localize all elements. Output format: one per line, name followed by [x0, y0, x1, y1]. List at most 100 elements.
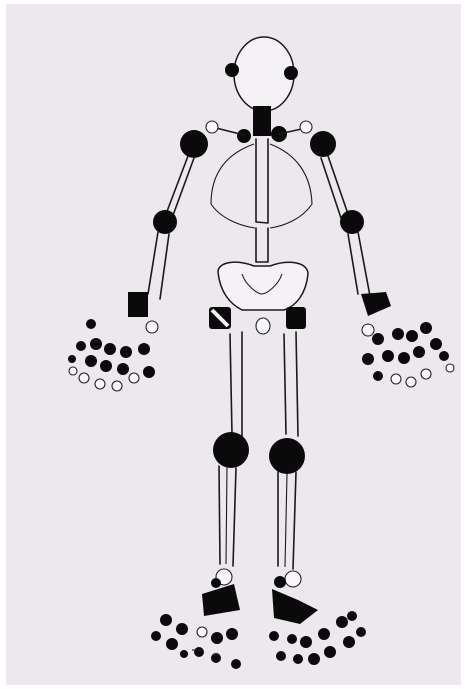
left-toe-2-1: [176, 623, 188, 635]
right-finger-5-2: [439, 351, 449, 361]
right-heel: [274, 576, 286, 588]
head-marker-right: [284, 66, 298, 80]
right-toe-3-2: [308, 653, 320, 665]
skeleton-diagram: [6, 4, 461, 685]
right-finger-3-1: [406, 330, 418, 342]
right-toe-4-1: [318, 628, 330, 640]
left-heel: [211, 578, 221, 588]
left-humerus: [166, 156, 194, 218]
right-foot-marker: [272, 589, 318, 624]
shoulder-ring-right: [300, 121, 312, 133]
right-forearm: [348, 232, 370, 296]
left-toe-5-1: [226, 628, 238, 640]
right-finger-3-3: [406, 377, 416, 387]
ribcage-right: [270, 144, 312, 228]
right-knee-joint: [269, 438, 305, 474]
right-wrist-marker: [361, 292, 391, 316]
left-toe-3-2: [194, 647, 204, 657]
right-toe-1-2: [276, 651, 286, 661]
left-finger-2-2: [85, 355, 97, 367]
left-finger-5-3: [129, 373, 139, 383]
right-finger-2-1: [392, 328, 404, 340]
pelvis-outline: [218, 262, 308, 310]
left-finger-3-1: [104, 343, 116, 355]
right-finger-1-3: [373, 371, 383, 381]
right-finger-2-2: [382, 350, 394, 362]
left-femur: [230, 332, 242, 436]
left-foot-marker: [202, 584, 240, 616]
right-shoulder-joint: [310, 131, 336, 157]
left-toe-3-1: [197, 627, 207, 637]
shoulder-ring-left: [206, 121, 218, 133]
right-toe-5-1: [336, 616, 348, 628]
right-finger-4-1: [420, 322, 432, 334]
left-forearm: [148, 232, 169, 299]
right-toe-3-1: [300, 636, 312, 648]
left-finger-3-2: [100, 360, 112, 372]
hip-marker-right: [286, 307, 306, 329]
figure-frame: [6, 4, 461, 685]
right-finger-4-2: [413, 346, 425, 358]
left-toe-4-2: [211, 653, 221, 663]
left-finger-5-2: [143, 366, 155, 378]
left-finger-4-1: [120, 346, 132, 358]
left-finger-4-2: [117, 363, 129, 375]
ribcage-left: [211, 144, 255, 228]
left-finger-2-3: [79, 373, 89, 383]
left-finger-1-3: [69, 367, 77, 375]
left-shoulder-joint: [180, 130, 208, 158]
right-toe-6-2: [356, 627, 366, 637]
left-finger-1-1: [76, 341, 86, 351]
right-humerus: [321, 156, 348, 218]
right-toe-5-2: [343, 636, 355, 648]
left-leg: [151, 332, 249, 669]
right-elbow-joint: [340, 210, 364, 234]
left-finger-4-3: [112, 381, 122, 391]
right-toe-2-1: [287, 634, 297, 644]
sacrum: [256, 318, 270, 334]
right-fibula: [285, 474, 287, 567]
left-toe-2-3: [180, 650, 188, 658]
pelvis: [209, 262, 308, 334]
left-finger-2-1: [90, 338, 102, 350]
left-toe-5-2: [231, 659, 241, 669]
left-palm-0: [86, 319, 96, 329]
spine: [211, 139, 312, 262]
right-leg: [269, 332, 366, 665]
right-wrist-ring: [362, 324, 374, 336]
right-toe-4-2: [324, 646, 336, 658]
left-fibula: [226, 466, 227, 564]
left-tibia: [219, 466, 236, 566]
right-finger-4-3: [421, 369, 431, 379]
neck-marker: [253, 106, 271, 136]
left-elbow-joint: [153, 210, 177, 234]
left-arm: [68, 130, 208, 391]
right-toe-6-1: [347, 611, 357, 621]
left-wrist-ring: [146, 321, 158, 333]
left-toe-2-2: [166, 638, 178, 650]
spine-lower: [256, 228, 268, 262]
left-toe-1-2: [151, 631, 161, 641]
right-ankle-ring: [285, 571, 301, 587]
left-knee-joint: [213, 432, 249, 468]
left-toe-4-1: [211, 632, 223, 644]
right-arm: [310, 131, 454, 387]
left-finger-3-3: [95, 379, 105, 389]
right-finger-2-3: [391, 374, 401, 384]
left-finger-1-2: [68, 355, 76, 363]
right-finger-1-1: [372, 333, 384, 345]
right-finger-3-2: [398, 352, 410, 364]
left-finger-5-1: [138, 343, 150, 355]
right-toe-1-1: [269, 631, 279, 641]
head: [225, 37, 298, 111]
right-toe-2-2: [293, 654, 303, 664]
left-toe-1-1: [160, 614, 172, 626]
right-finger-5-1: [430, 338, 442, 350]
left-wrist-marker: [128, 292, 148, 317]
right-finger-5-3: [446, 364, 454, 372]
neck-and-shoulders: [206, 106, 312, 143]
spine-upper: [256, 139, 268, 223]
right-femur: [284, 332, 298, 436]
right-finger-1-2: [362, 353, 374, 365]
neck-joint-left: [237, 129, 251, 143]
